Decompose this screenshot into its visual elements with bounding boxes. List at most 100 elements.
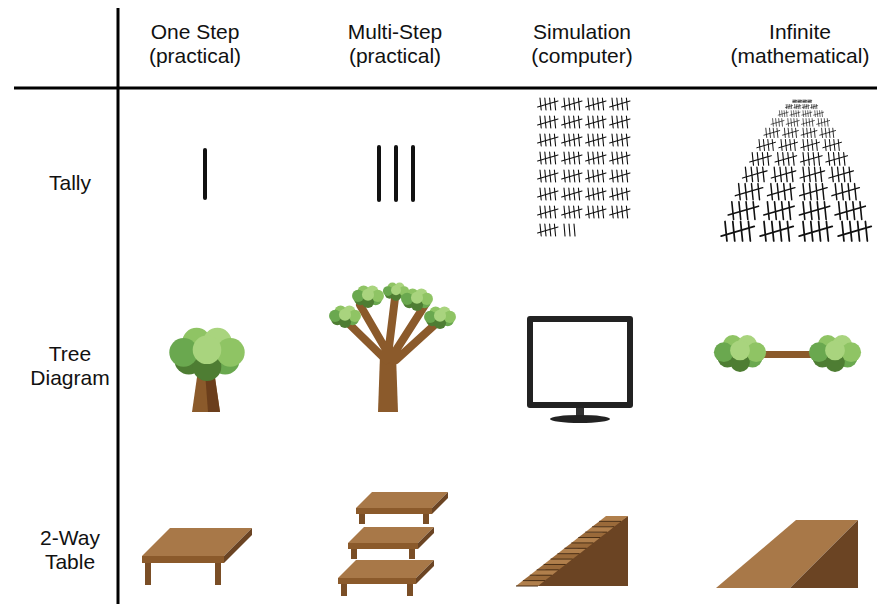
tally-stroke (808, 101, 812, 102)
tally-stroke (622, 206, 623, 218)
table-leg (360, 566, 365, 567)
tally-stroke (545, 170, 546, 182)
tally-stroke (394, 147, 398, 200)
tally-stroke (586, 101, 606, 107)
tally-stroke (203, 150, 207, 198)
tally-stroke (574, 188, 575, 200)
table-leg (359, 514, 365, 524)
table-leg (407, 584, 413, 596)
slat-line (578, 537, 600, 538)
tally-stroke (810, 202, 812, 220)
tally-stroke (588, 206, 589, 218)
tally-stroke (799, 206, 829, 215)
tally-stroke (540, 152, 541, 164)
tally-stroke (825, 140, 826, 151)
slat-line (585, 532, 607, 533)
tally-stroke (612, 206, 613, 218)
ramp-slat (585, 527, 614, 532)
tally-stroke (562, 209, 582, 215)
tally-stroke (762, 153, 763, 166)
tally-stroke (779, 142, 798, 148)
tally-stroke (817, 121, 830, 125)
table-leg (215, 563, 221, 585)
tally-stroke (554, 170, 555, 182)
tally-stroke (833, 153, 834, 166)
tally-stroke (610, 155, 630, 161)
tally-stroke (732, 202, 734, 220)
tally-stroke (827, 119, 829, 127)
tally-stroke (564, 188, 565, 200)
tally-stroke (602, 188, 603, 200)
wedge-side (790, 520, 858, 588)
table-edge (224, 528, 252, 563)
tally-stroke (610, 209, 630, 215)
tally-stroke (574, 98, 575, 110)
tally-stroke (550, 116, 551, 128)
tally-stroke (790, 140, 791, 151)
tally-stroke (826, 156, 848, 162)
table-top (142, 528, 252, 556)
tally-stroke (562, 137, 582, 143)
tally-stroke (545, 152, 546, 164)
tally-stroke (538, 137, 558, 143)
tally-stroke (593, 206, 594, 218)
slat-line (558, 553, 580, 554)
tally-stroke (733, 222, 735, 242)
ramp-slat (551, 554, 580, 559)
leaf-cluster (193, 336, 222, 365)
tally-stroke (612, 116, 613, 128)
tally-stroke (798, 101, 802, 102)
ramp-slat (544, 559, 573, 564)
tally-stroke (816, 105, 817, 109)
tally-stroke (550, 224, 551, 236)
tally-stroke (602, 206, 603, 218)
tally-stroke (788, 153, 789, 166)
tally-stroke (822, 184, 824, 200)
monitor (527, 316, 633, 423)
tally-stroke (588, 116, 589, 128)
tally-stroke (786, 167, 787, 181)
tally-stroke (598, 170, 599, 182)
slat-line (564, 548, 586, 549)
tally-stroke (564, 98, 565, 110)
tally-stroke (545, 206, 546, 218)
tally-stroke (598, 152, 599, 164)
tally-stroke (593, 170, 594, 182)
tally-stroke (540, 206, 541, 218)
tally-stroke (772, 222, 774, 242)
slat-line (530, 575, 552, 576)
tally-stroke (578, 116, 579, 128)
tally-stroke (828, 153, 829, 166)
tally-stroke (821, 128, 823, 137)
tally-stroke (569, 134, 570, 146)
tally-stroke (786, 121, 799, 125)
tally-stroke (617, 206, 618, 218)
tally-stroke (540, 134, 541, 146)
tally-stroke (586, 173, 606, 179)
tally-stroke (783, 153, 784, 166)
tally-stroke (790, 112, 800, 115)
tally-stroke (612, 134, 613, 146)
slat-line (571, 542, 593, 543)
tally-stroke (815, 167, 816, 181)
tally-stroke (540, 116, 541, 128)
tally-stroke (772, 119, 774, 127)
tally-stroke (588, 152, 589, 164)
tally-stroke (735, 188, 762, 196)
tally-stroke (842, 222, 844, 242)
tally-stroke (562, 155, 582, 161)
tally-stroke (803, 101, 807, 102)
tally-stroke (593, 116, 594, 128)
tally-stroke (803, 184, 805, 200)
tally-stroke (800, 188, 827, 196)
tally-stroke (777, 184, 779, 200)
table-drawings (142, 492, 858, 596)
tally-stroke (832, 128, 834, 137)
tally-stroke (751, 184, 753, 200)
tally-stroke (626, 188, 627, 200)
tally-stroke (809, 167, 810, 181)
tally-stroke (569, 152, 570, 164)
tally-stroke (540, 188, 541, 200)
ramp-slat (523, 575, 552, 580)
tally-stroke (768, 140, 769, 151)
